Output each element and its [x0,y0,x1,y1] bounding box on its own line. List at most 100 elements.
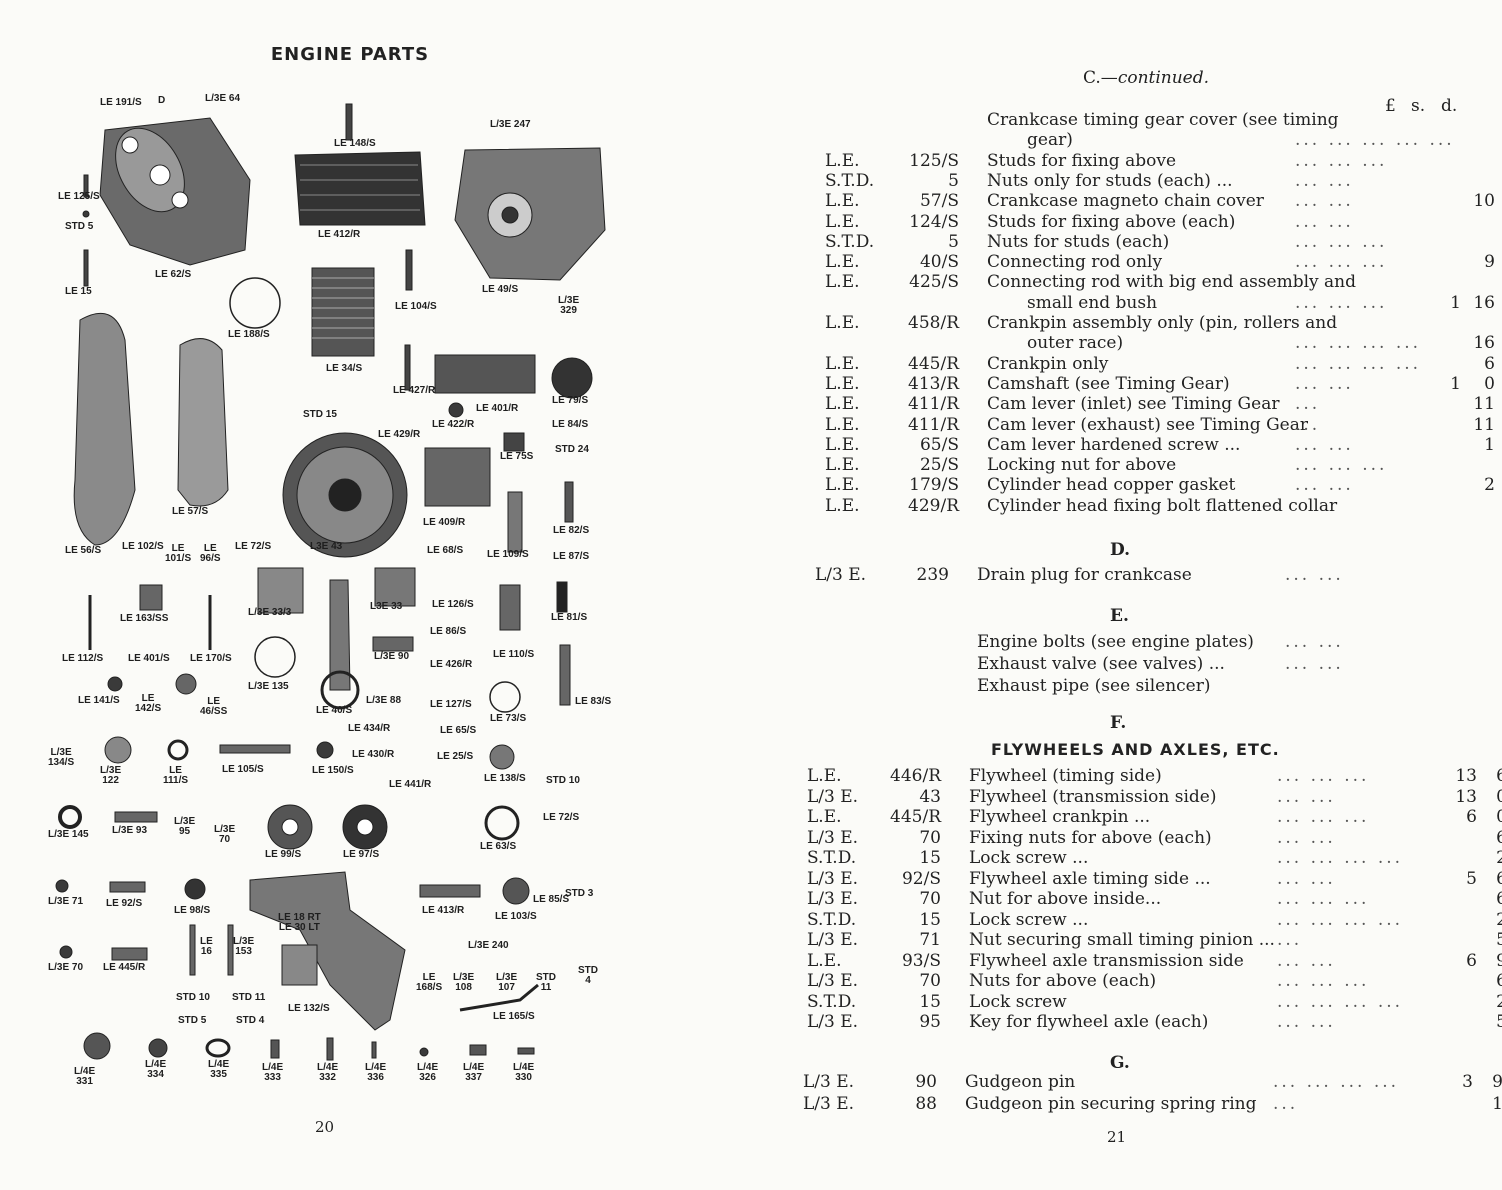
leader-dots: ... ... ... ... ... [1295,130,1455,151]
part-label: LE 56/S [65,545,102,556]
part-label: L/3E 71 [48,896,84,907]
part-prefix: L.E. [807,807,842,827]
part-label: L/3E 70 [214,824,236,845]
part-label: L/3E 93 [112,825,148,836]
section-heading: E. [1110,606,1129,626]
cylinder-barrel-drawing [311,267,375,357]
leader-dots: ... ... [1277,786,1336,807]
leader-dots: ... ... ... [1295,231,1388,252]
part-label: LE 127/S [430,699,472,710]
part-label: LE 84/S [552,419,589,430]
part-label: LE 429/R [378,429,421,440]
part-label: LE 73/S [490,713,527,724]
piston-ring-drawing [229,277,281,329]
part-label: LE 125/S [58,191,100,202]
page-title: ENGINE PARTS [270,44,430,65]
engine-parts-illustration [55,103,606,1061]
part-label: LE 85/S [533,894,570,905]
leader-dots: ... ... [1295,191,1354,212]
part-number: 25/S [919,455,959,476]
part-label: LE 401/R [476,403,519,414]
part-label: LE 434/R [348,723,391,734]
part-label: LE 46/SS [200,696,228,717]
part-label: LE 163/SS [120,613,169,624]
part-number: 88 [915,1094,937,1114]
price-pence: 0 [1496,786,1502,807]
price-pence: 5 [1496,930,1502,950]
part-description: Lock screw ... [969,909,1089,930]
part-number: 5 [948,170,959,191]
part-label: LE 79/S [552,395,589,406]
part-label: LE 170/S [190,653,232,664]
part-label: LE 98/S [174,905,211,916]
part-number: 70 [919,827,941,848]
part-prefix: L.E. [825,455,860,476]
price-pence: 1 [1492,1094,1502,1114]
part-number: 90 [915,1072,937,1092]
part-description: gear) [1027,130,1073,151]
page-number-right: 21 [1107,1128,1127,1146]
leader-dots: ... ... ... ... [1295,353,1422,374]
part-label: L/3E 70 [48,962,84,973]
part-description: Connecting rod with big end assembly and [987,272,1357,293]
part-label: LE 111/S [163,765,189,786]
part-number: 57/S [919,191,959,212]
part-label: L/3E 64 [205,93,241,104]
part-label: L/4E 333 [262,1062,284,1083]
leader-dots: ... ... [1295,434,1354,455]
part-description: Flywheel axle transmission side [969,950,1244,971]
price-row: Crankcase timing gear cover (see timing [825,110,1457,130]
part-number: 65/S [919,434,959,455]
part-prefix: L/3 E. [803,1094,855,1114]
price-row: Engine bolts (see engine plates)... ... [815,632,1457,652]
price-pence: 5 [1496,1012,1502,1032]
timing-cover-drawing [73,312,136,546]
part-label: L/3E 95 [174,816,196,837]
connecting-rod-drawing [329,579,351,691]
cylinder-head-drawing [294,151,426,226]
part-label: LE 168/S [416,972,443,993]
part-prefix: S.T.D. [825,170,875,191]
part-description: Crankpin assembly only (pin, rollers and [987,313,1338,333]
price-shillings: 13 [1455,766,1477,786]
part-prefix: L.E. [825,353,860,374]
part-label: LE 63/S [480,841,517,852]
part-label: LE 426/R [430,659,473,670]
part-prefix: L.E. [825,150,860,171]
part-label: L3E 33 [370,601,403,612]
part-label: STD 15 [303,409,337,420]
part-label: L/3E 107 [496,972,518,993]
part-label: STD 5 [178,1015,207,1026]
leader-dots: ... [1295,394,1321,415]
part-number: 95 [919,1012,941,1032]
price-pence: 0 [1496,807,1502,827]
part-prefix: L.E. [807,950,842,971]
price-pence: 2 [1496,991,1502,1012]
leader-dots: ... ... ... ... [1277,848,1404,868]
pence-header: d. [1441,96,1458,116]
part-number: 124/S [909,211,959,232]
price-shillings: 0 [1484,373,1495,394]
part-label: LE 109/S [487,549,529,560]
part-prefix: L.E. [807,766,842,786]
part-prefix: L.E. [825,313,860,333]
section-heading: G. [1110,1053,1130,1073]
part-label: LE 62/S [155,269,192,280]
part-label: LE 188/S [228,329,270,340]
part-description: Connecting rod only [987,252,1163,273]
price-shillings: 11 [1473,394,1495,415]
part-number: 40/S [919,252,959,273]
leader-dots: ... ... [1277,827,1336,848]
head-casting-drawing [424,447,491,507]
